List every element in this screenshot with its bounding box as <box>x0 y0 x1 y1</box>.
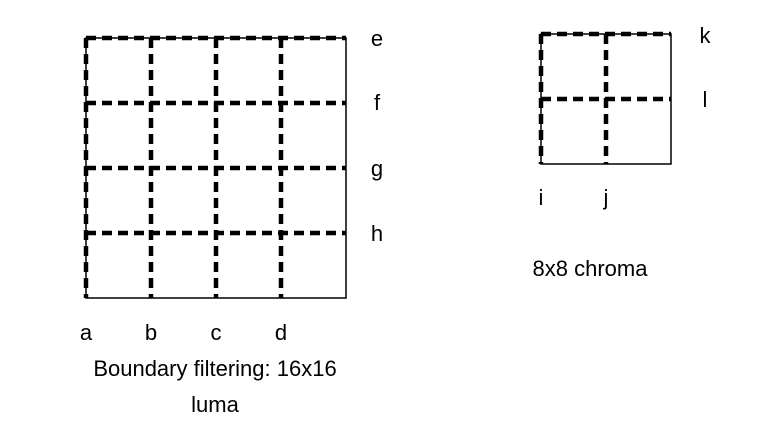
luma-horizontal-edges <box>86 35 346 236</box>
chroma-caption: 8x8 chroma <box>533 256 649 281</box>
luma-row-label-e: e <box>371 26 383 51</box>
luma-caption-line2: luma <box>191 392 239 417</box>
luma-row-label-g: g <box>371 156 383 181</box>
chroma-horizontal-edges <box>541 31 671 102</box>
chroma-row-label-k: k <box>700 23 712 48</box>
chroma-block: i j k l 8x8 chroma <box>533 23 712 281</box>
chroma-col-label-j: j <box>603 185 609 210</box>
luma-col-label-b: b <box>145 320 157 345</box>
luma-col-label-d: d <box>275 320 287 345</box>
chroma-col-label-i: i <box>539 185 544 210</box>
luma-block: a b c d e f g h Boundary filtering: 16x1… <box>80 26 383 417</box>
luma-col-label-c: c <box>211 320 222 345</box>
luma-caption-line1: Boundary filtering: 16x16 <box>93 356 336 381</box>
chroma-row-label-l: l <box>703 87 708 112</box>
luma-row-label-f: f <box>374 90 381 115</box>
luma-col-label-a: a <box>80 320 93 345</box>
luma-row-label-h: h <box>371 221 383 246</box>
